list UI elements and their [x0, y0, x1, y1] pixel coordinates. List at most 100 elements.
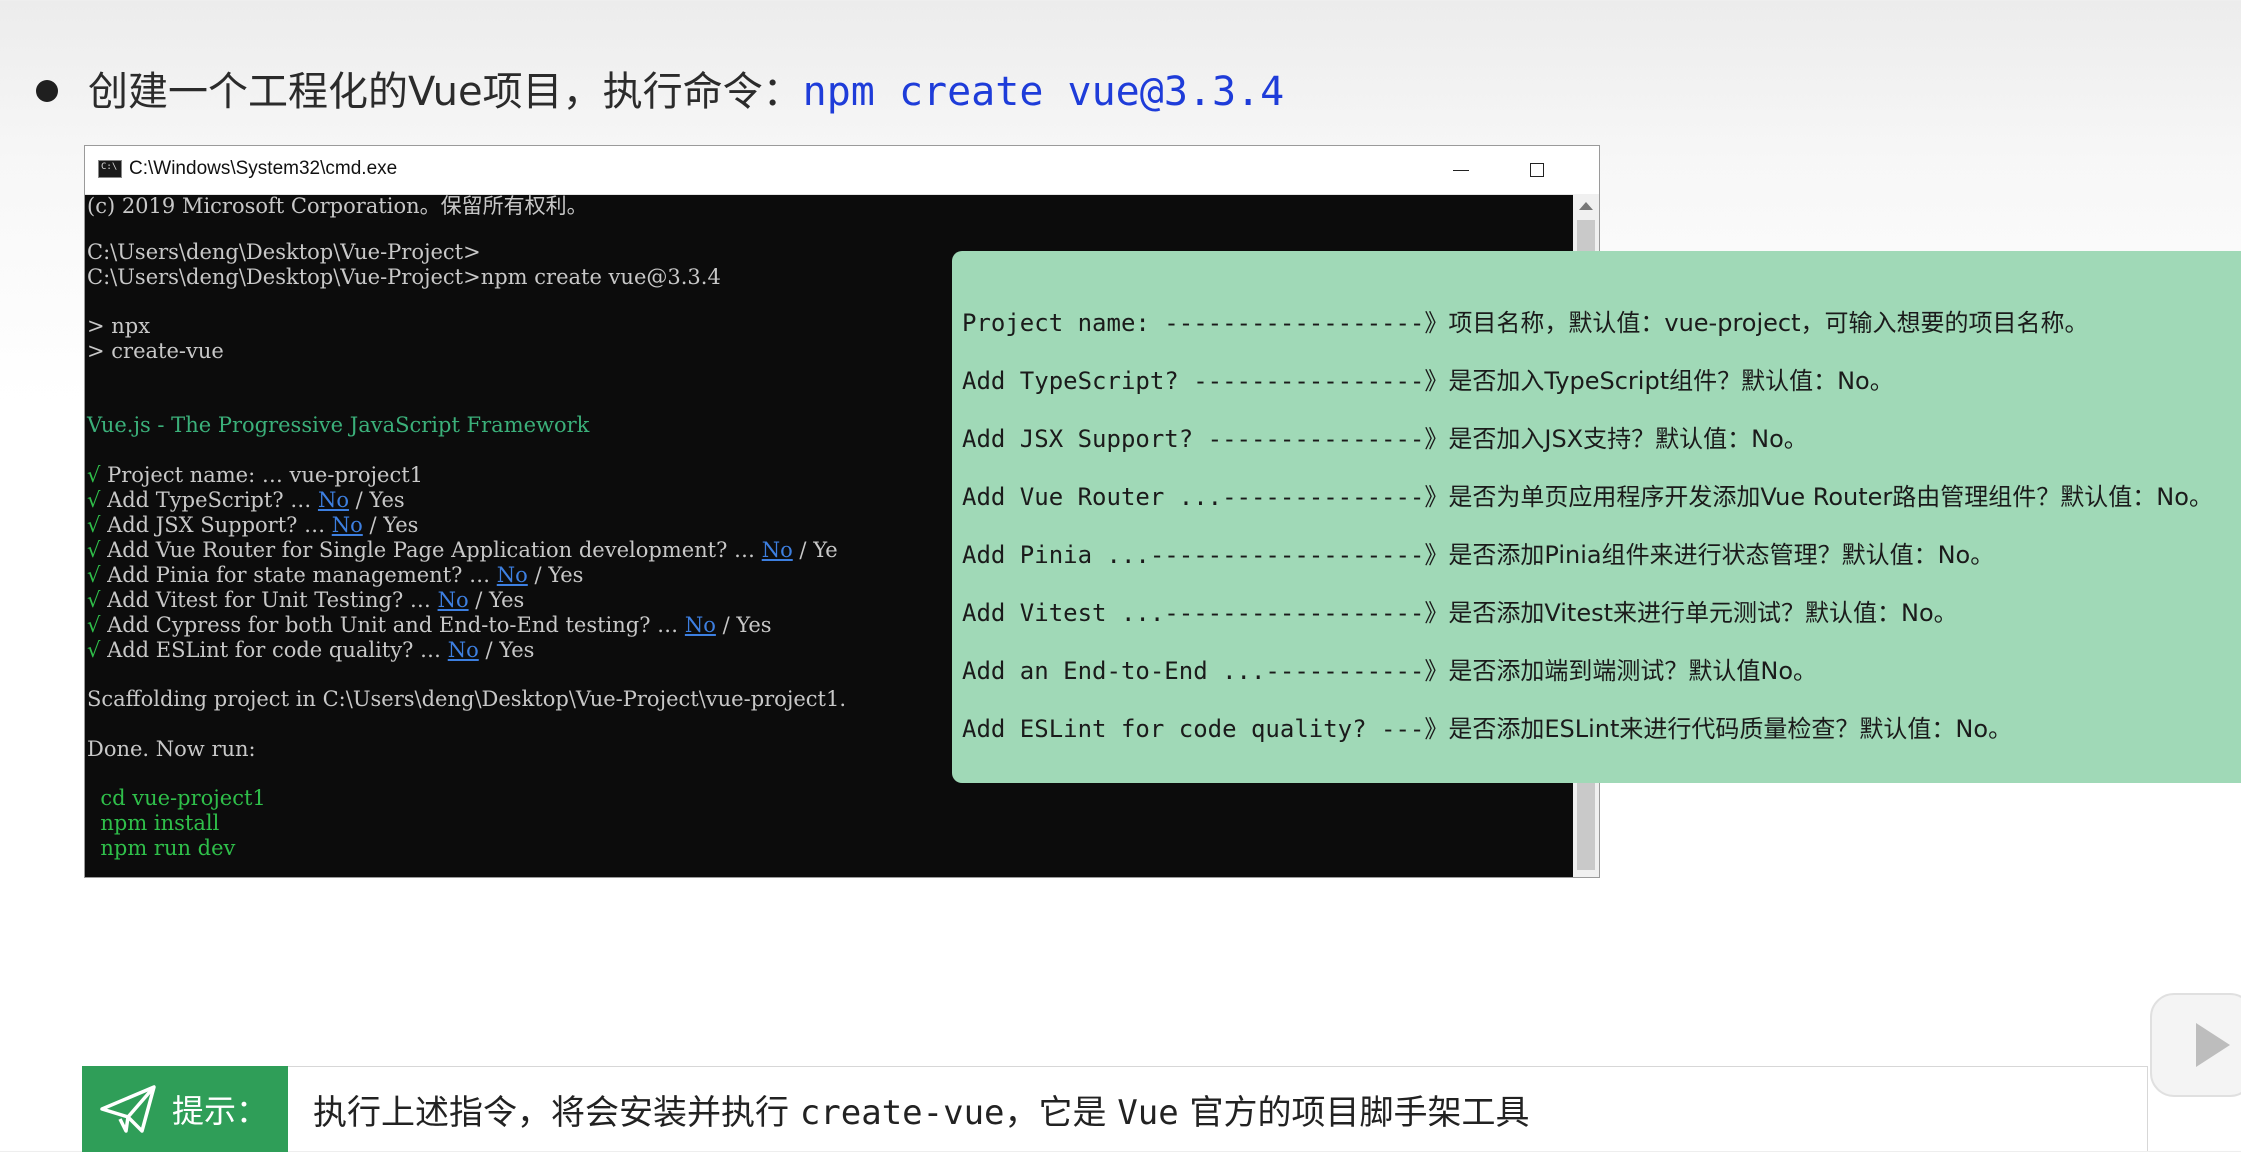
question-text: Add ESLint for code quality? … — [100, 638, 448, 662]
answer-yes: Yes — [489, 588, 525, 612]
answer-sep: / — [348, 488, 370, 512]
console-question: √ Add Cypress for both Unit and End-to-E… — [87, 613, 772, 637]
question-text: Add Cypress for both Unit and End-to-End… — [100, 613, 685, 637]
play-icon — [2196, 1023, 2230, 1067]
console-question: √ Add Vitest for Unit Testing? … No / Ye… — [87, 588, 524, 612]
cmd-app-icon — [98, 160, 122, 178]
answer-yes: Yes — [736, 613, 772, 637]
annotation-row: Add ESLint for code quality? ---》是否添加ESL… — [962, 709, 2012, 744]
question-text: Add Pinia for state management? … — [100, 563, 497, 587]
question-text: Project name: … vue-project1 — [100, 463, 424, 487]
tip-text: 执行上述指令，将会安装并执行 create-vue，它是 Vue 官方的项目脚手… — [313, 1085, 1530, 1134]
console-question: √ Add Pinia for state management? … No /… — [87, 563, 583, 587]
annotation-option: Add TypeScript? ----------------》 — [962, 367, 1449, 395]
answer-sep: / — [468, 588, 490, 612]
answer-yes: Ye — [813, 538, 838, 562]
tip-code: create-vue — [799, 1093, 1005, 1133]
answer-yes: Yes — [369, 488, 405, 512]
console-line: Done. Now run: — [87, 737, 256, 761]
tip-box: 提示： 执行上述指令，将会安装并执行 create-vue，它是 Vue 官方的… — [82, 1066, 2148, 1152]
console-question: √ Project name: … vue-project1 — [87, 463, 423, 487]
annotation-desc: 是否添加Pinia组件来进行状态管理？默认值：No。 — [1448, 541, 1995, 569]
console-command: cd vue-project1 — [87, 786, 266, 810]
tip-code: Vue — [1117, 1093, 1179, 1133]
console-command: npm run dev — [87, 836, 236, 860]
console-question: √ Add ESLint for code quality? … No / Ye… — [87, 638, 534, 662]
annotation-option: Add ESLint for code quality? ---》 — [962, 715, 1449, 743]
answer-yes: Yes — [383, 513, 419, 537]
answer-sep: / — [527, 563, 549, 587]
answer-sep: / — [478, 638, 500, 662]
heading-text: 创建一个工程化的Vue项目，执行命令： — [88, 69, 803, 115]
answer-no: No — [437, 588, 469, 612]
annotation-row: Add an End-to-End ...-----------》是否添加端到端… — [962, 651, 1817, 686]
answer-yes: Yes — [548, 563, 584, 587]
answer-yes: Yes — [499, 638, 535, 662]
console-line: > create-vue — [87, 339, 224, 363]
annotation-option: Add Vue Router ...--------------》 — [962, 483, 1449, 511]
check-mark: √ — [87, 513, 101, 537]
window-title: C:\Windows\System32\cmd.exe — [129, 158, 398, 179]
console-question: √ Add JSX Support? … No / Yes — [87, 513, 418, 537]
console-line: (c) 2019 Microsoft Corporation。保留所有权利。 — [87, 194, 588, 218]
tip-text-part: ，它是 — [1004, 1093, 1118, 1133]
annotation-option: Add Vitest ...------------------》 — [962, 599, 1449, 627]
question-text: Add Vue Router for Single Page Applicati… — [100, 538, 762, 562]
annotation-desc: 是否添加ESLint来进行代码质量检查？默认值：No。 — [1448, 715, 2013, 743]
annotation-option: Add Pinia ...-------------------》 — [962, 541, 1449, 569]
check-mark: √ — [87, 538, 101, 562]
bullet-dot — [36, 80, 58, 102]
annotation-option: Add JSX Support? ---------------》 — [962, 425, 1449, 453]
annotation-row: Add Vue Router ...--------------》是否为单页应用… — [962, 477, 2213, 512]
annotation-row: Add TypeScript? ----------------》是否加入Typ… — [962, 361, 1894, 396]
answer-sep: / — [715, 613, 737, 637]
annotation-desc: 是否加入JSX支持？默认值：No。 — [1448, 425, 1808, 453]
check-mark: √ — [87, 488, 101, 512]
console-question: √ Add TypeScript? … No / Yes — [87, 488, 405, 512]
question-text: Add Vitest for Unit Testing? … — [100, 588, 438, 612]
console-command: npm install — [87, 811, 220, 835]
console-line: Scaffolding project in C:\Users\deng\Des… — [87, 687, 847, 711]
scroll-up-arrow-icon[interactable] — [1579, 202, 1593, 210]
minimize-button[interactable] — [1425, 146, 1497, 194]
check-mark: √ — [87, 463, 101, 487]
console-banner: Vue.js - The Progressive JavaScript Fram… — [87, 413, 590, 437]
answer-no: No — [447, 638, 479, 662]
console-line: > npx — [87, 314, 151, 338]
console-line: C:\Users\deng\Desktop\Vue-Project>npm cr… — [87, 265, 721, 289]
question-text: Add TypeScript? … — [100, 488, 318, 512]
annotation-option: Add an End-to-End ...-----------》 — [962, 657, 1449, 685]
answer-sep: / — [792, 538, 814, 562]
maximize-button[interactable] — [1501, 146, 1573, 194]
answer-no: No — [317, 488, 349, 512]
page-heading: 创建一个工程化的Vue项目，执行命令：npm create vue@3.3.4 — [88, 62, 1284, 122]
tip-text-part: 执行上述指令，将会安装并执行 — [313, 1093, 800, 1133]
tip-badge: 提示： — [82, 1066, 288, 1152]
play-button[interactable] — [2150, 993, 2241, 1097]
annotation-row: Add Vitest ...------------------》是否添加Vit… — [962, 593, 1958, 628]
annotation-row: Add Pinia ...-------------------》是否添加Pin… — [962, 535, 1994, 570]
annotation-option: Project name: ------------------》 — [962, 309, 1449, 337]
tip-label: 提示： — [172, 1092, 269, 1130]
answer-no: No — [761, 538, 793, 562]
annotation-row: Add JSX Support? ---------------》是否加入JSX… — [962, 419, 1808, 454]
console-question: √ Add Vue Router for Single Page Applica… — [87, 538, 838, 562]
annotation-desc: 项目名称，默认值：vue-project，可输入想要的项目名称。 — [1448, 309, 2089, 337]
tip-text-part: 官方的项目脚手架工具 — [1178, 1093, 1530, 1133]
question-text: Add JSX Support? … — [100, 513, 332, 537]
answer-no: No — [496, 563, 528, 587]
check-mark: √ — [87, 613, 101, 637]
annotation-panel: Project name: ------------------》项目名称，默认… — [952, 251, 2241, 783]
annotation-desc: 是否为单页应用程序开发添加Vue Router路由管理组件？默认值：No。 — [1448, 483, 2213, 511]
window-titlebar[interactable]: C:\Windows\System32\cmd.exe — [85, 146, 1599, 195]
console-output[interactable]: (c) 2019 Microsoft Corporation。保留所有权利。 C… — [85, 194, 1573, 877]
maximize-icon — [1530, 163, 1544, 177]
answer-no: No — [331, 513, 363, 537]
close-button[interactable] — [1573, 146, 1599, 194]
annotation-desc: 是否添加Vitest来进行单元测试？默认值：No。 — [1448, 599, 1958, 627]
annotation-desc: 是否添加端到端测试？默认值No。 — [1448, 657, 1818, 685]
annotation-desc: 是否加入TypeScript组件？默认值：No。 — [1448, 367, 1894, 395]
answer-sep: / — [362, 513, 384, 537]
check-mark: √ — [87, 563, 101, 587]
annotation-row: Project name: ------------------》项目名称，默认… — [962, 303, 2089, 338]
